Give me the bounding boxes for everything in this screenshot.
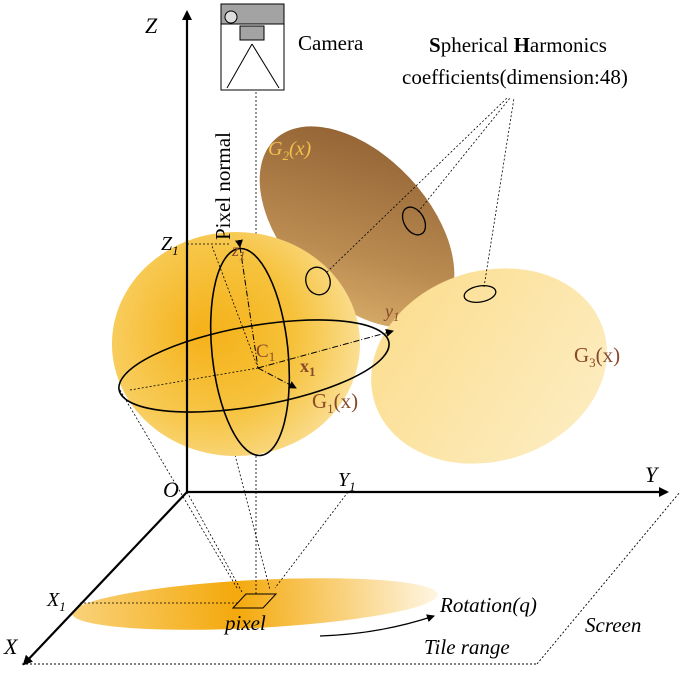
y1-axis-label: Y1 [338, 469, 356, 494]
local-x-label: x1 [300, 356, 316, 379]
gaussian-g1-highlight [112, 232, 360, 456]
sh-leader-lines [326, 97, 515, 288]
tile-range-label: Tile range [424, 635, 510, 659]
screen-label: Screen [585, 613, 641, 637]
camera [220, 3, 285, 91]
g1-local-frame [118, 239, 394, 457]
camera-label: Camera [298, 31, 364, 55]
x1-axis-label: X1 [46, 589, 66, 614]
z-axis-label: Z [145, 13, 158, 38]
local-z-label: z1 [231, 240, 246, 263]
z1-label: Z1 [161, 233, 179, 258]
pixel-square [231, 593, 278, 609]
rotation-label: Rotation(q) [439, 593, 537, 617]
pixel-label: pixel [223, 611, 266, 635]
screen-plane [22, 491, 681, 665]
pixel-normal-label: Pixel normal [211, 132, 235, 240]
g1-label: G1(x) [312, 389, 358, 416]
sh-title-line1: Spherical Harmonics [429, 33, 607, 57]
rotation-arrow [319, 614, 435, 637]
projected-gaussian [72, 578, 438, 630]
g3-label: G3(x) [574, 343, 620, 370]
sh-title-line2: coefficients(dimension:48) [402, 65, 628, 89]
y-axis-label: Y [645, 462, 660, 487]
sh-markers [305, 206, 497, 304]
local-y-label: y1 [383, 301, 400, 324]
center-label: C1 [256, 341, 275, 364]
g2-label: G2(x) [268, 138, 311, 163]
origin-label: O [163, 477, 179, 502]
x-axis-label: X [3, 634, 19, 659]
gaussian-g3 [371, 268, 607, 464]
